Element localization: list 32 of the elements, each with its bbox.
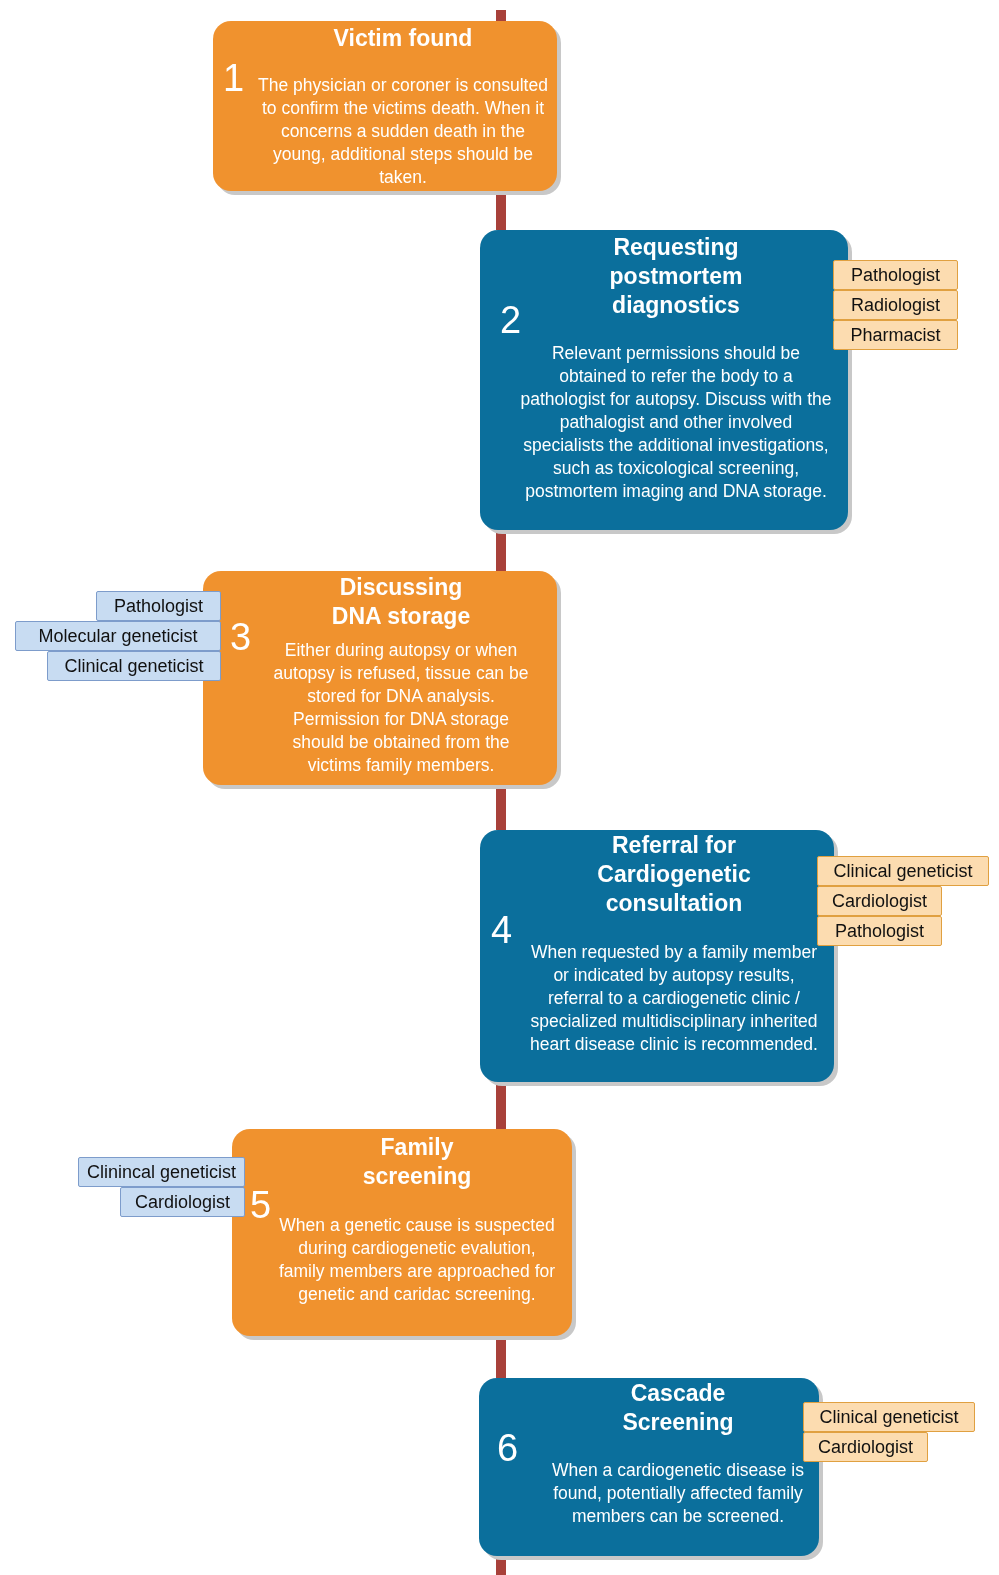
specialist-tag: Pathologist (96, 591, 221, 621)
specialist-tag: Molecular geneticist (15, 621, 221, 651)
specialist-tag: Cardiologist (803, 1432, 928, 1462)
step-description: Relevant permissions should be obtained to refer the body to a pathologist for autopsy. Discuss with the pathalogist and other involved specialists the additional investigations, such as toxicological screening, postmortem imaging and DNA storage. (519, 342, 833, 503)
step-number: 6 (497, 1428, 519, 1468)
specialist-tag: Radiologist (833, 290, 958, 320)
step-number: 4 (491, 910, 513, 950)
specialist-tag: Clinical geneticist (47, 651, 221, 681)
step-title: Requesting postmortem diagnostics (608, 233, 744, 320)
specialist-tag: Cardiologist (817, 886, 942, 916)
timeline-line (496, 10, 506, 21)
specialist-tag: Pharmacist (833, 320, 958, 350)
specialist-tag: Pathologist (817, 916, 942, 946)
step-number: 2 (500, 300, 522, 340)
step-description: When requested by a family member or indicated by autopsy results, referral to a cardiogenetic clinic / specialized multidisciplinary inherited heart disease clinic is recommended. (529, 941, 819, 1056)
step-title: Family screening (361, 1133, 473, 1191)
specialist-tag: Clinincal geneticist (78, 1157, 245, 1187)
specialist-tag: Cardiologist (120, 1187, 245, 1217)
step-title: Referral for Cardiogenetic consultation (596, 831, 752, 918)
step-title: Victim found (332, 24, 474, 53)
step-number: 1 (223, 58, 245, 98)
step-title: Cascade Screening (621, 1379, 735, 1437)
specialist-tag: Clinical geneticist (817, 856, 989, 886)
step-description: When a cardiogenetic disease is found, potentially affected family members can be screened. (551, 1459, 805, 1528)
specialist-tag: Clinical geneticist (803, 1402, 975, 1432)
step-title: Discussing DNA storage (330, 573, 472, 631)
step-description: Either during autopsy or when autopsy is refused, tissue can be stored for DNA analysis. Permission for DNA storage should be obtained from the victims family members. (272, 639, 530, 777)
step-description: The physician or coroner is consulted to confirm the victims death. When it concerns a sudden death in the young, additional steps should be taken. (257, 74, 549, 189)
specialist-tag: Pathologist (833, 260, 958, 290)
step-number: 3 (230, 617, 252, 657)
step-description: When a genetic cause is suspected during cardiogenetic evalution, family members are approached for genetic and caridac screening. (278, 1214, 556, 1306)
step-number: 5 (250, 1185, 272, 1225)
